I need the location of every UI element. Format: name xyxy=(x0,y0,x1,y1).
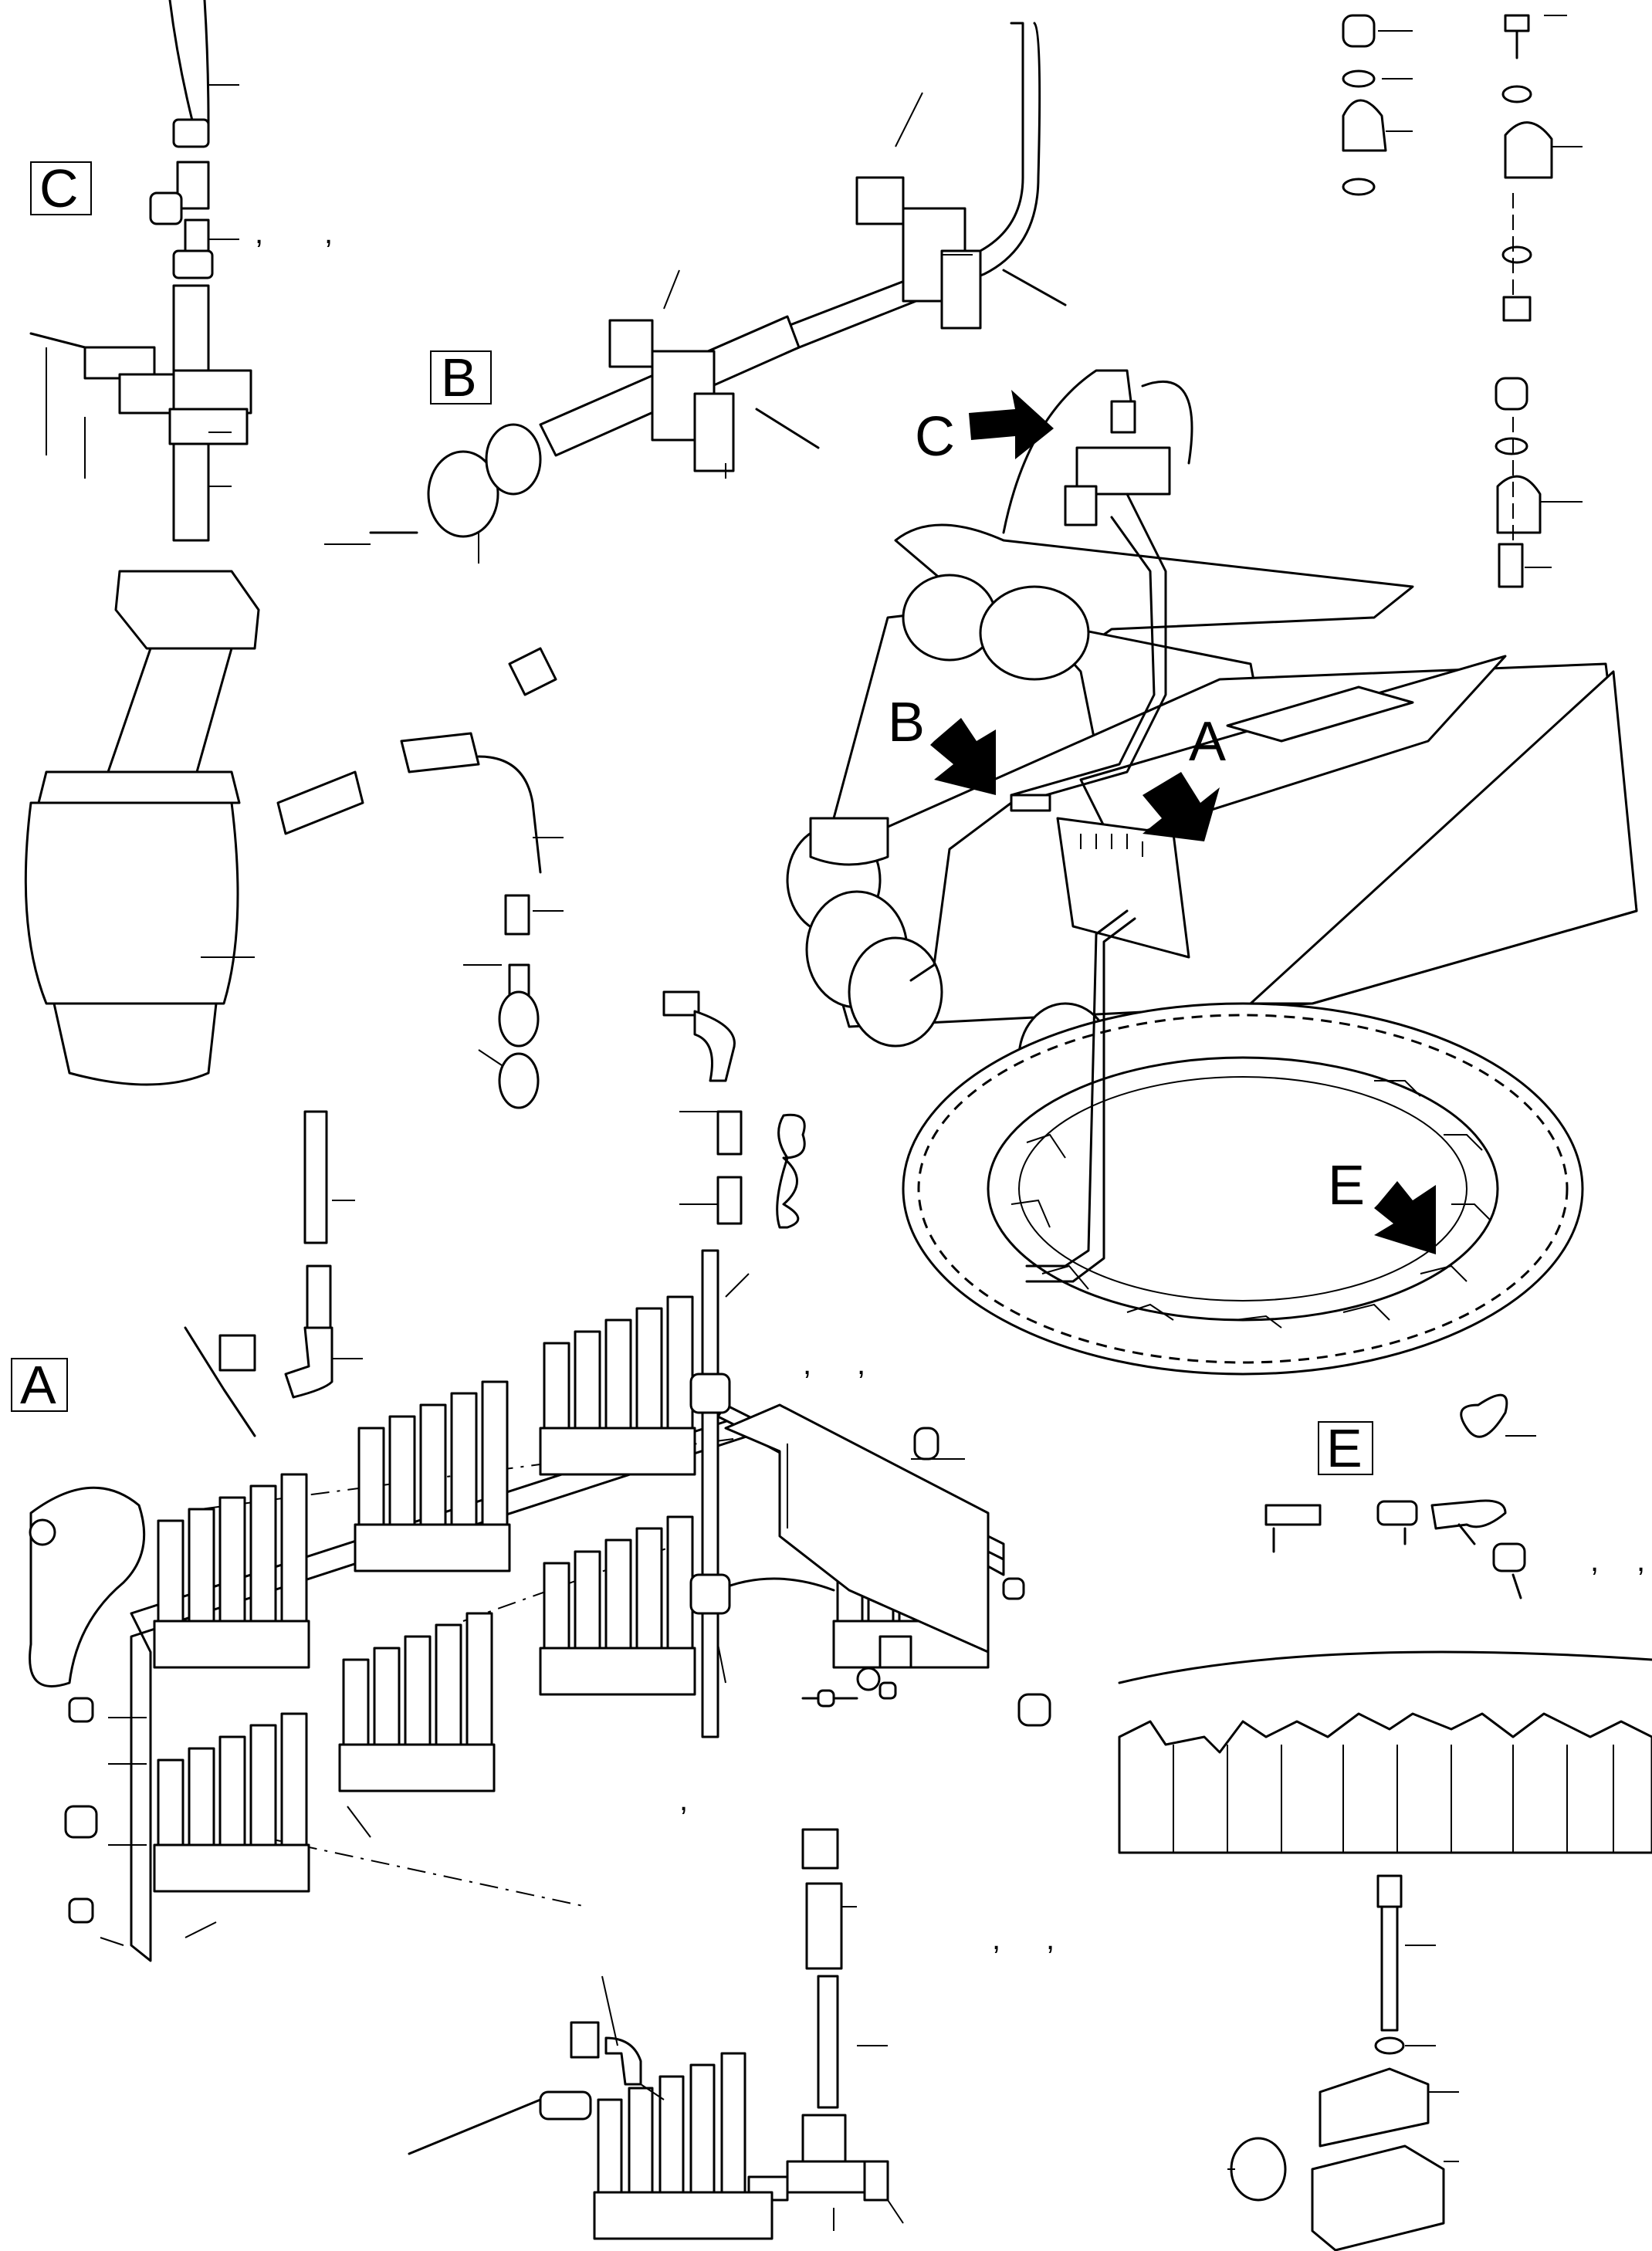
distributor-block-4 xyxy=(539,1515,696,1696)
distributor-block-2 xyxy=(354,1380,511,1572)
view-arrow-c-label: C xyxy=(915,406,955,468)
distributor-block-3 xyxy=(539,1295,696,1476)
separator-3: , xyxy=(803,1347,811,1381)
detail-e-label: E xyxy=(1326,1418,1363,1478)
detail-c-assembly xyxy=(29,0,252,542)
bottom-distributor-assembly xyxy=(408,1635,912,2240)
separator-9: , xyxy=(1637,1544,1645,1578)
separator-2: , xyxy=(324,216,333,250)
separator-1: , xyxy=(255,216,263,250)
bolt-clamp-assembly xyxy=(1227,1874,1459,2251)
separator-4: , xyxy=(857,1347,865,1381)
view-arrow-a-label: A xyxy=(1189,711,1226,773)
lubrication-pump xyxy=(24,570,260,1086)
separator-6: , xyxy=(992,1922,1000,1956)
feed-tube-fittings xyxy=(184,1110,363,1437)
slewing-ring-gear xyxy=(902,1002,1584,1376)
connector-parts xyxy=(276,647,806,1229)
separator-marks: , , , , , , , , , xyxy=(255,216,1645,1956)
detail-b-box: B xyxy=(430,347,492,408)
detail-a-box: A xyxy=(11,1355,68,1415)
view-arrow-b: B xyxy=(888,692,996,795)
view-arrow-e: E xyxy=(1328,1155,1436,1254)
detail-e-assembly xyxy=(1118,1393,1652,1854)
distributor-block-6 xyxy=(153,1712,310,1893)
distributor-block-5 xyxy=(338,1612,496,1792)
distributor-block-1 xyxy=(153,1473,310,1669)
view-arrow-e-label: E xyxy=(1328,1155,1365,1217)
detail-c-box: C xyxy=(30,158,92,218)
detail-e-box: E xyxy=(1318,1418,1373,1478)
view-arrow-b-label: B xyxy=(888,692,925,753)
view-arrow-a: A xyxy=(1143,711,1226,841)
clamp-parts-group xyxy=(1342,14,1583,588)
separator-8: , xyxy=(1590,1544,1599,1578)
separator-7: , xyxy=(1046,1922,1055,1956)
detail-a-label: A xyxy=(20,1355,56,1415)
detail-c-label: C xyxy=(39,158,79,218)
detail-a-distributor-panel xyxy=(29,1249,1051,1962)
machine-lube-lines xyxy=(909,369,1193,1283)
separator-5: , xyxy=(679,1783,688,1817)
detail-b-label: B xyxy=(441,347,477,408)
view-arrow-c: C xyxy=(915,390,1054,468)
detail-b-assembly xyxy=(324,22,1067,564)
